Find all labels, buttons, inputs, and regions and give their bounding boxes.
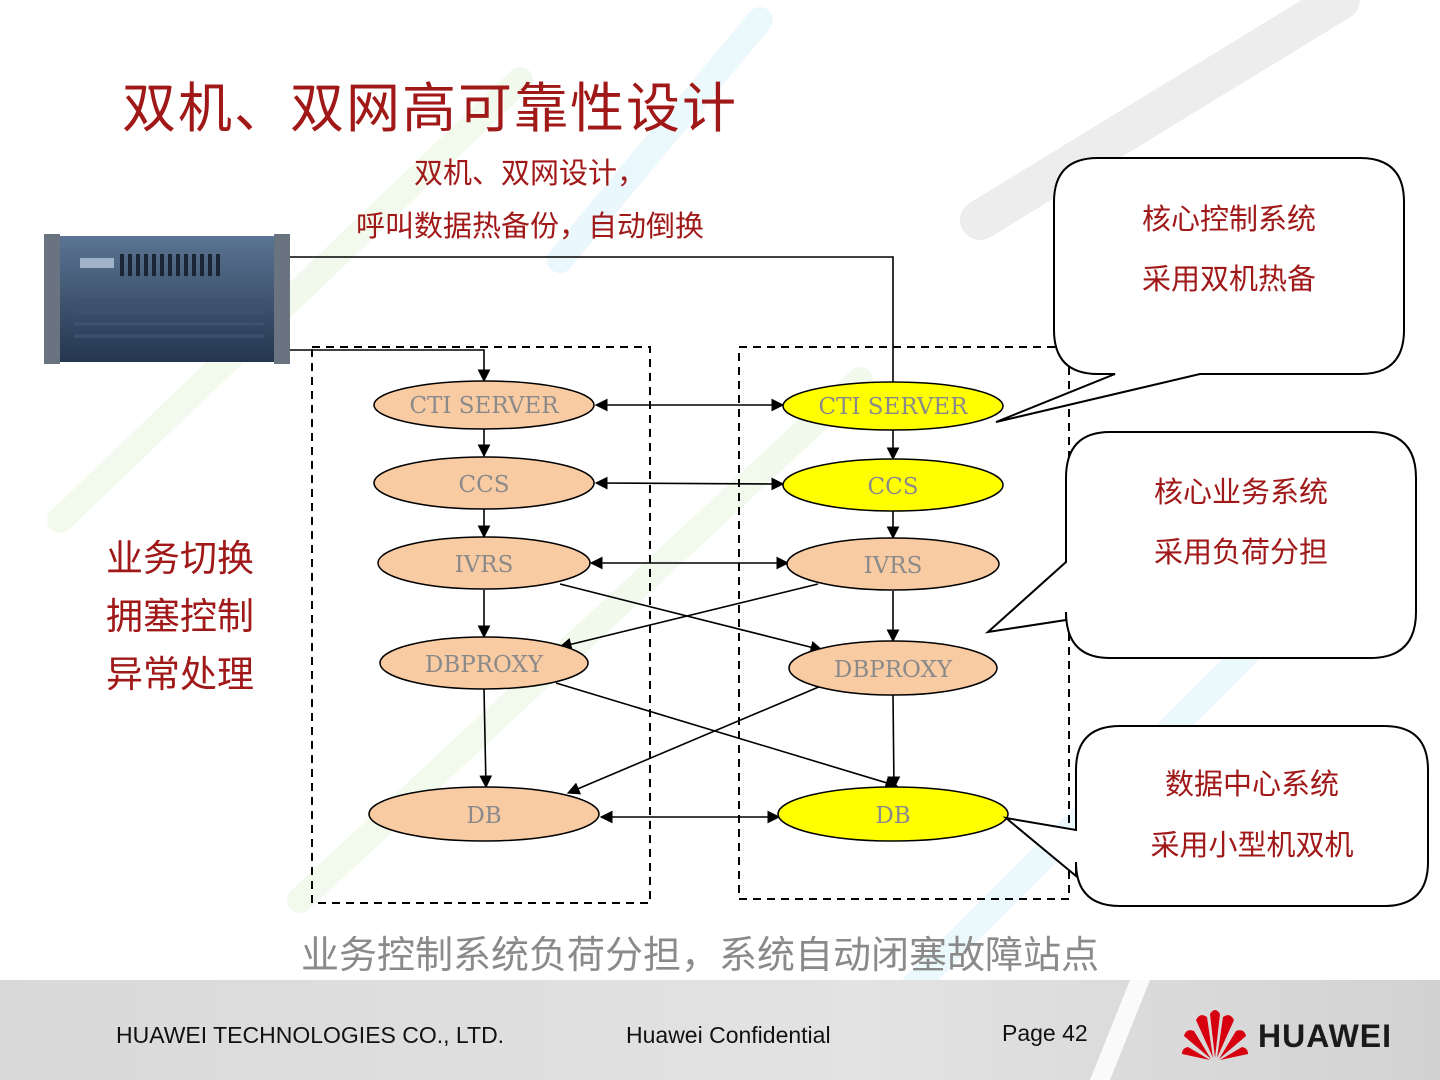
right-ivrs-node	[786, 537, 1000, 591]
device-to-right-cti-link	[290, 256, 900, 406]
right-ccs-node	[782, 458, 1004, 512]
footer-company: HUAWEI TECHNOLOGIES CO., LTD.	[116, 1022, 505, 1048]
left-ivrs-label: IVRS	[455, 552, 514, 578]
footer-bar	[0, 980, 1440, 1080]
left-cti-server-label: CTI SERVER	[409, 393, 559, 419]
left-ccs-label: CCS	[459, 472, 510, 498]
footer-page-number: Page 42	[1002, 1020, 1088, 1046]
footer-divider	[1090, 980, 1150, 1080]
side-label-switch: 业务切换	[106, 537, 254, 580]
right-db-node	[777, 786, 1009, 842]
slide-title: 双机、双网高可靠性设计	[122, 77, 738, 140]
left-cti-server-node	[373, 380, 595, 430]
huawei-logo-text: HUAWEI	[1258, 1018, 1392, 1054]
left-ccs-node	[373, 456, 595, 510]
side-label-exception: 异常处理	[106, 653, 254, 696]
callout-control-line2: 采用双机热备	[1141, 262, 1316, 296]
callout-control-line1: 核心控制系统	[1141, 202, 1316, 236]
subtitle-line-1: 双机、双网设计，	[413, 156, 646, 190]
callout-data-line2: 采用小型机双机	[1150, 828, 1354, 862]
right-db-label: DB	[875, 803, 910, 829]
architecture-diagram: CTI SERVER CCS IVRS DBPROXY DB CTI SERVE…	[290, 157, 1429, 907]
bottom-caption: 业务控制系统负荷分担，系统自动闭塞故障站点	[300, 933, 1099, 977]
callout-bubble-service	[984, 431, 1417, 659]
device-to-left-cti-link	[290, 349, 491, 383]
right-ccs-label: CCS	[868, 474, 919, 500]
right-cti-server-node	[782, 381, 1004, 431]
server-device-image	[44, 234, 290, 364]
left-ivrs-node	[377, 536, 591, 590]
callout-service-line1: 核心业务系统	[1153, 475, 1328, 509]
left-dbproxy-node	[379, 636, 589, 690]
left-dbproxy-label: DBPROXY	[425, 652, 544, 678]
right-dbproxy-node	[788, 640, 998, 696]
right-dbproxy-label: DBPROXY	[834, 657, 953, 683]
side-label-congestion: 拥塞控制	[106, 595, 254, 638]
footer-confidential: Huawei Confidential	[626, 1022, 831, 1048]
left-db-label: DB	[466, 803, 501, 829]
left-db-node	[368, 786, 600, 842]
subtitle-line-2: 呼叫数据热备份，自动倒换	[355, 209, 704, 243]
huawei-logo-icon	[1182, 1010, 1248, 1060]
right-cti-server-label: CTI SERVER	[818, 394, 968, 420]
callout-data-line1: 数据中心系统	[1164, 767, 1339, 801]
callout-bubble-control	[995, 157, 1405, 423]
callout-service-line2: 采用负荷分担	[1153, 535, 1328, 569]
callout-bubble-data	[1002, 725, 1429, 907]
right-ivrs-label: IVRS	[864, 553, 923, 579]
